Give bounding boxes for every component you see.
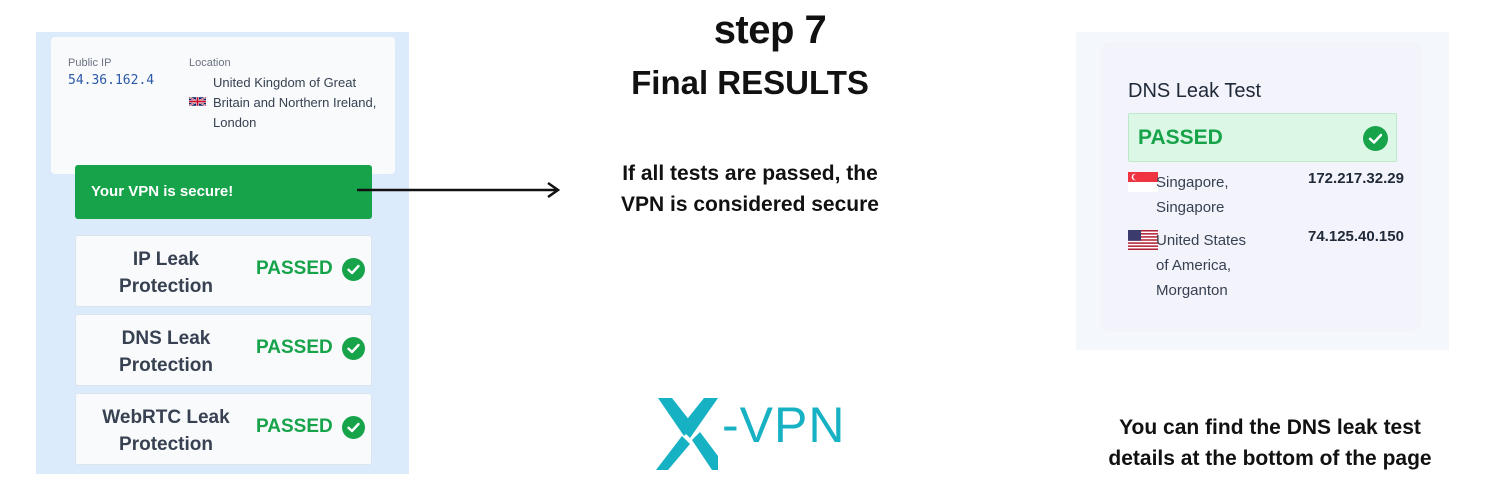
dns-server-ip: 74.125.40.150 [1308,228,1404,245]
check-circle-icon [342,258,365,281]
singapore-flag-icon [1128,172,1158,192]
step-heading: step 7 [713,8,827,52]
public-ip-value: 54.36.162.4 [68,73,155,88]
ip-leak-test-card: IP Leak Protection PASSED [75,235,372,307]
secure-explanation-note: If all tests are passed, the VPN is cons… [621,162,879,216]
test-status: PASSED [256,416,333,437]
dns-status-bar: PASSED [1128,113,1397,162]
brand-logo-text: -VPN [722,397,846,453]
location-label: Location [189,57,231,69]
dns-test-title: DNS Leak Test [1128,80,1262,102]
dns-leak-test-card: DNS Leak Protection PASSED [75,314,372,386]
usa-flag-icon [1128,230,1158,250]
public-ip-label: Public IP [68,57,112,69]
vpn-test-results-screen: Public IP Location 54.36.162.4 United Ki… [36,32,409,474]
test-status: PASSED [256,258,333,279]
test-name: DNS Leak Protection [119,328,213,376]
dns-server-ip: 172.217.32.29 [1308,170,1404,187]
dns-leak-test-card: DNS Leak Test PASSED Singapore, Singapor… [1100,42,1422,332]
final-results-heading: Final RESULTS [631,64,869,101]
ip-info-card: Public IP Location 54.36.162.4 United Ki… [51,37,395,174]
dns-server-location: United States of America, Morganton [1156,232,1247,299]
check-circle-icon [1363,126,1388,151]
x-logo-icon [656,398,718,470]
test-status: PASSED [256,337,333,358]
check-circle-icon [342,337,365,360]
arrow-right-icon [357,182,561,198]
dns-leak-test-screen: DNS Leak Test PASSED Singapore, Singapor… [1076,32,1449,350]
vpn-secure-banner: Your VPN is secure! [75,165,372,219]
webrtc-leak-test-card: WebRTC Leak Protection PASSED [75,393,372,465]
test-name: IP Leak Protection [119,249,213,297]
dns-status-label: PASSED [1138,126,1223,149]
check-circle-icon [342,416,365,439]
location-value: United Kingdom of Great Britain and Nort… [213,75,377,130]
test-name: WebRTC Leak Protection [102,407,230,455]
dns-details-note: You can find the DNS leak test details a… [1108,416,1432,470]
dns-server-location: Singapore, Singapore [1156,174,1229,216]
uk-flag-icon [189,96,206,107]
